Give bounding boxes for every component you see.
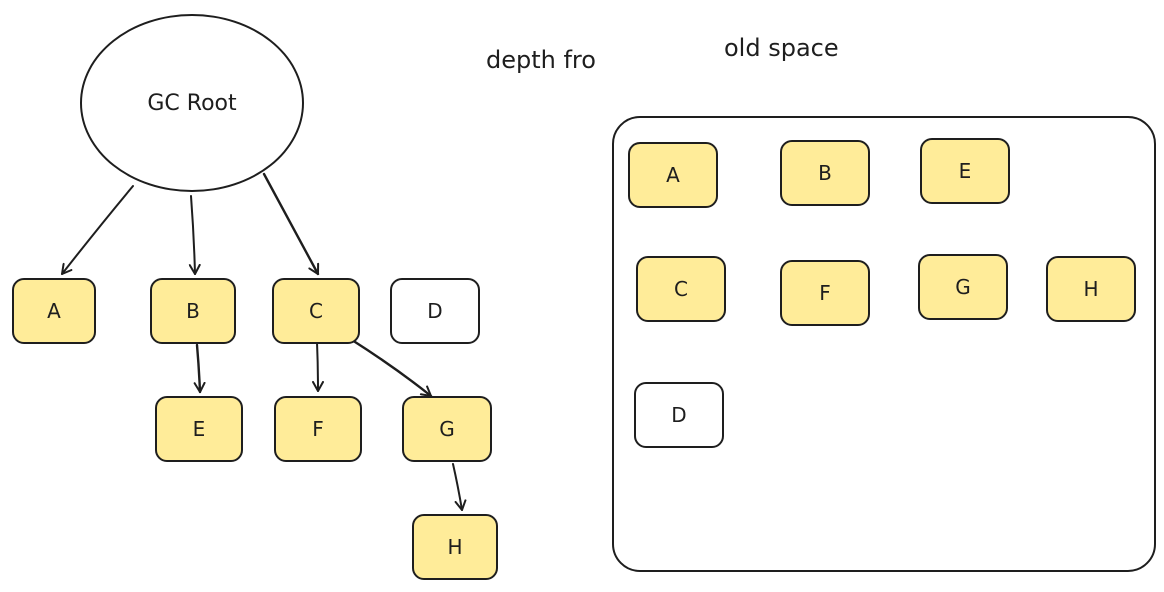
tree-node-e-label: E — [192, 417, 206, 441]
tree-node-d: D — [390, 278, 480, 344]
edge-root-to-b — [188, 195, 201, 275]
tree-node-h-label: H — [447, 535, 463, 559]
edge-c-to-f — [311, 341, 324, 392]
gc-root-node: GC Root — [80, 14, 304, 192]
old-space-node-g: G — [918, 254, 1008, 320]
tree-node-c-label: C — [309, 299, 323, 323]
old-space-panel — [612, 116, 1156, 572]
tree-node-e: E — [155, 396, 243, 462]
edge-c-to-g — [350, 338, 433, 398]
tree-node-g: G — [402, 396, 492, 462]
depth-note: depth fro — [486, 46, 596, 74]
edge-root-to-a — [61, 185, 134, 275]
old-space-node-e: E — [920, 138, 1010, 204]
tree-node-b-label: B — [186, 299, 200, 323]
tree-node-f: F — [274, 396, 362, 462]
old-space-node-g-label: G — [955, 275, 971, 299]
tree-node-h: H — [412, 514, 498, 580]
old-space-node-h: H — [1046, 256, 1136, 322]
edge-root-to-c — [262, 172, 320, 276]
old-space-node-a-label: A — [666, 163, 680, 187]
tree-node-f-label: F — [312, 417, 324, 441]
old-space-node-d-label: D — [671, 403, 687, 427]
tree-node-g-label: G — [439, 417, 455, 441]
tree-node-a-label: A — [47, 299, 61, 323]
old-space-node-e-label: E — [958, 159, 972, 183]
tree-node-d-label: D — [427, 299, 443, 323]
old-space-title: old space — [724, 34, 839, 62]
old-space-node-h-label: H — [1083, 277, 1099, 301]
tree-node-c: C — [272, 278, 360, 344]
edge-b-to-e — [193, 343, 206, 394]
old-space-node-f: F — [780, 260, 870, 326]
tree-node-a: A — [12, 278, 96, 344]
old-space-node-a: A — [628, 142, 718, 208]
old-space-node-d: D — [634, 382, 724, 448]
gc-root-label: GC Root — [147, 90, 237, 116]
old-space-node-c-label: C — [674, 277, 688, 301]
old-space-node-f-label: F — [819, 281, 831, 305]
old-space-node-c: C — [636, 256, 726, 322]
tree-node-b: B — [150, 278, 236, 344]
edge-g-to-h — [452, 463, 467, 511]
old-space-node-b-label: B — [818, 161, 832, 185]
old-space-node-b: B — [780, 140, 870, 206]
